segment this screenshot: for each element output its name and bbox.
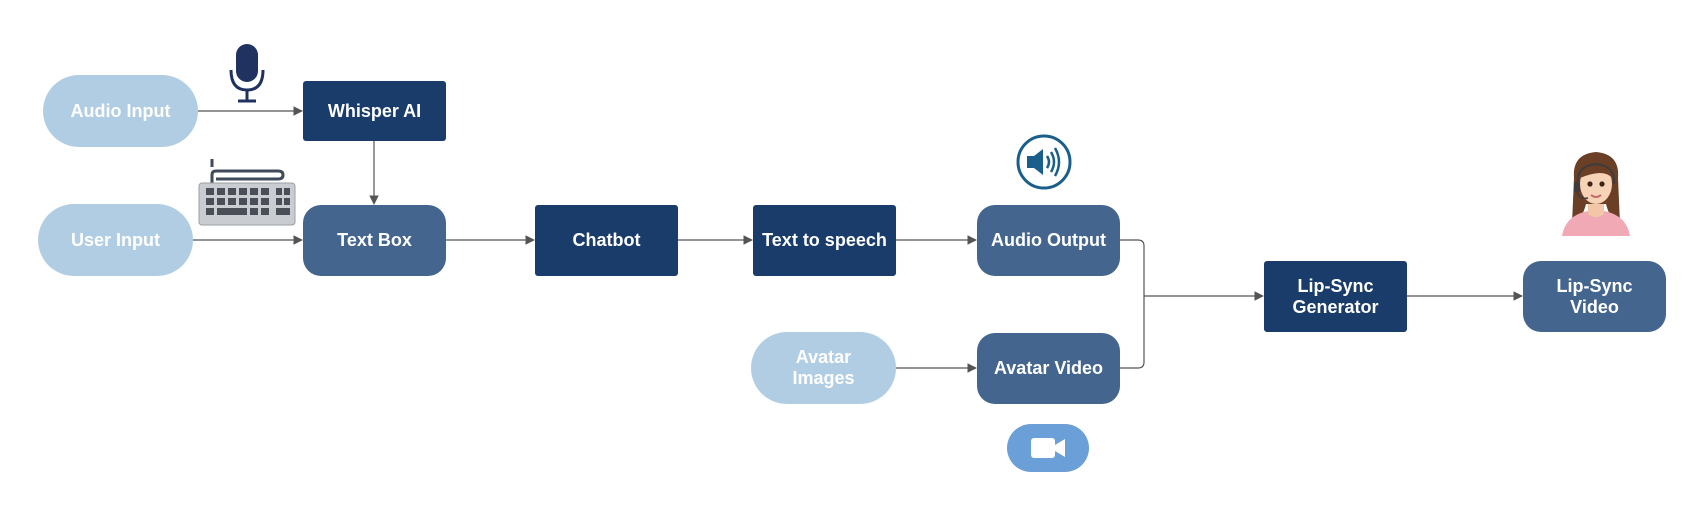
user-input-label: User Input <box>70 229 160 250</box>
microphone-icon <box>229 44 265 103</box>
keyboard-icon <box>198 159 296 226</box>
speaker-icon <box>1016 134 1072 190</box>
user-input-node: User Input <box>38 204 193 276</box>
audio-output-label: Audio Output <box>991 230 1106 250</box>
chatbot-node: Chatbot <box>535 205 678 276</box>
text-to-speech-node: Text to speech <box>753 205 896 276</box>
lipsync-video-node: Lip-Sync Video <box>1523 261 1666 332</box>
edge-audio-output-merge <box>1120 239 1145 296</box>
video-camera-icon <box>1007 424 1089 472</box>
avatar-images-node: Avatar Images <box>751 332 896 404</box>
whisper-ai-label: Whisper AI <box>327 100 422 121</box>
text-box-label: Text Box <box>337 230 412 250</box>
text-to-speech-label: Text to speech <box>762 230 887 250</box>
avatar-video-node: Avatar Video <box>977 333 1120 404</box>
chatbot-label: Chatbot <box>572 230 641 250</box>
avatar-video-label: Avatar Video <box>993 358 1104 378</box>
lipsync-generator-node: Lip-Sync Generator <box>1264 261 1407 332</box>
lipsync-generator-label: Lip-Sync Generator <box>1292 275 1379 317</box>
avatar-images-label: Avatar Images <box>792 347 855 388</box>
whisper-ai-node: Whisper AI <box>303 81 446 141</box>
edge-avatar-video-merge <box>1120 296 1145 369</box>
audio-input-node: Audio Input <box>43 75 198 147</box>
audio-output-node: Audio Output <box>977 205 1120 276</box>
text-box-node: Text Box <box>303 205 446 276</box>
avatar-icon <box>1562 152 1630 236</box>
lipsync-video-label: Lip-Sync Video <box>1556 275 1633 317</box>
audio-input-label: Audio Input <box>70 100 171 121</box>
